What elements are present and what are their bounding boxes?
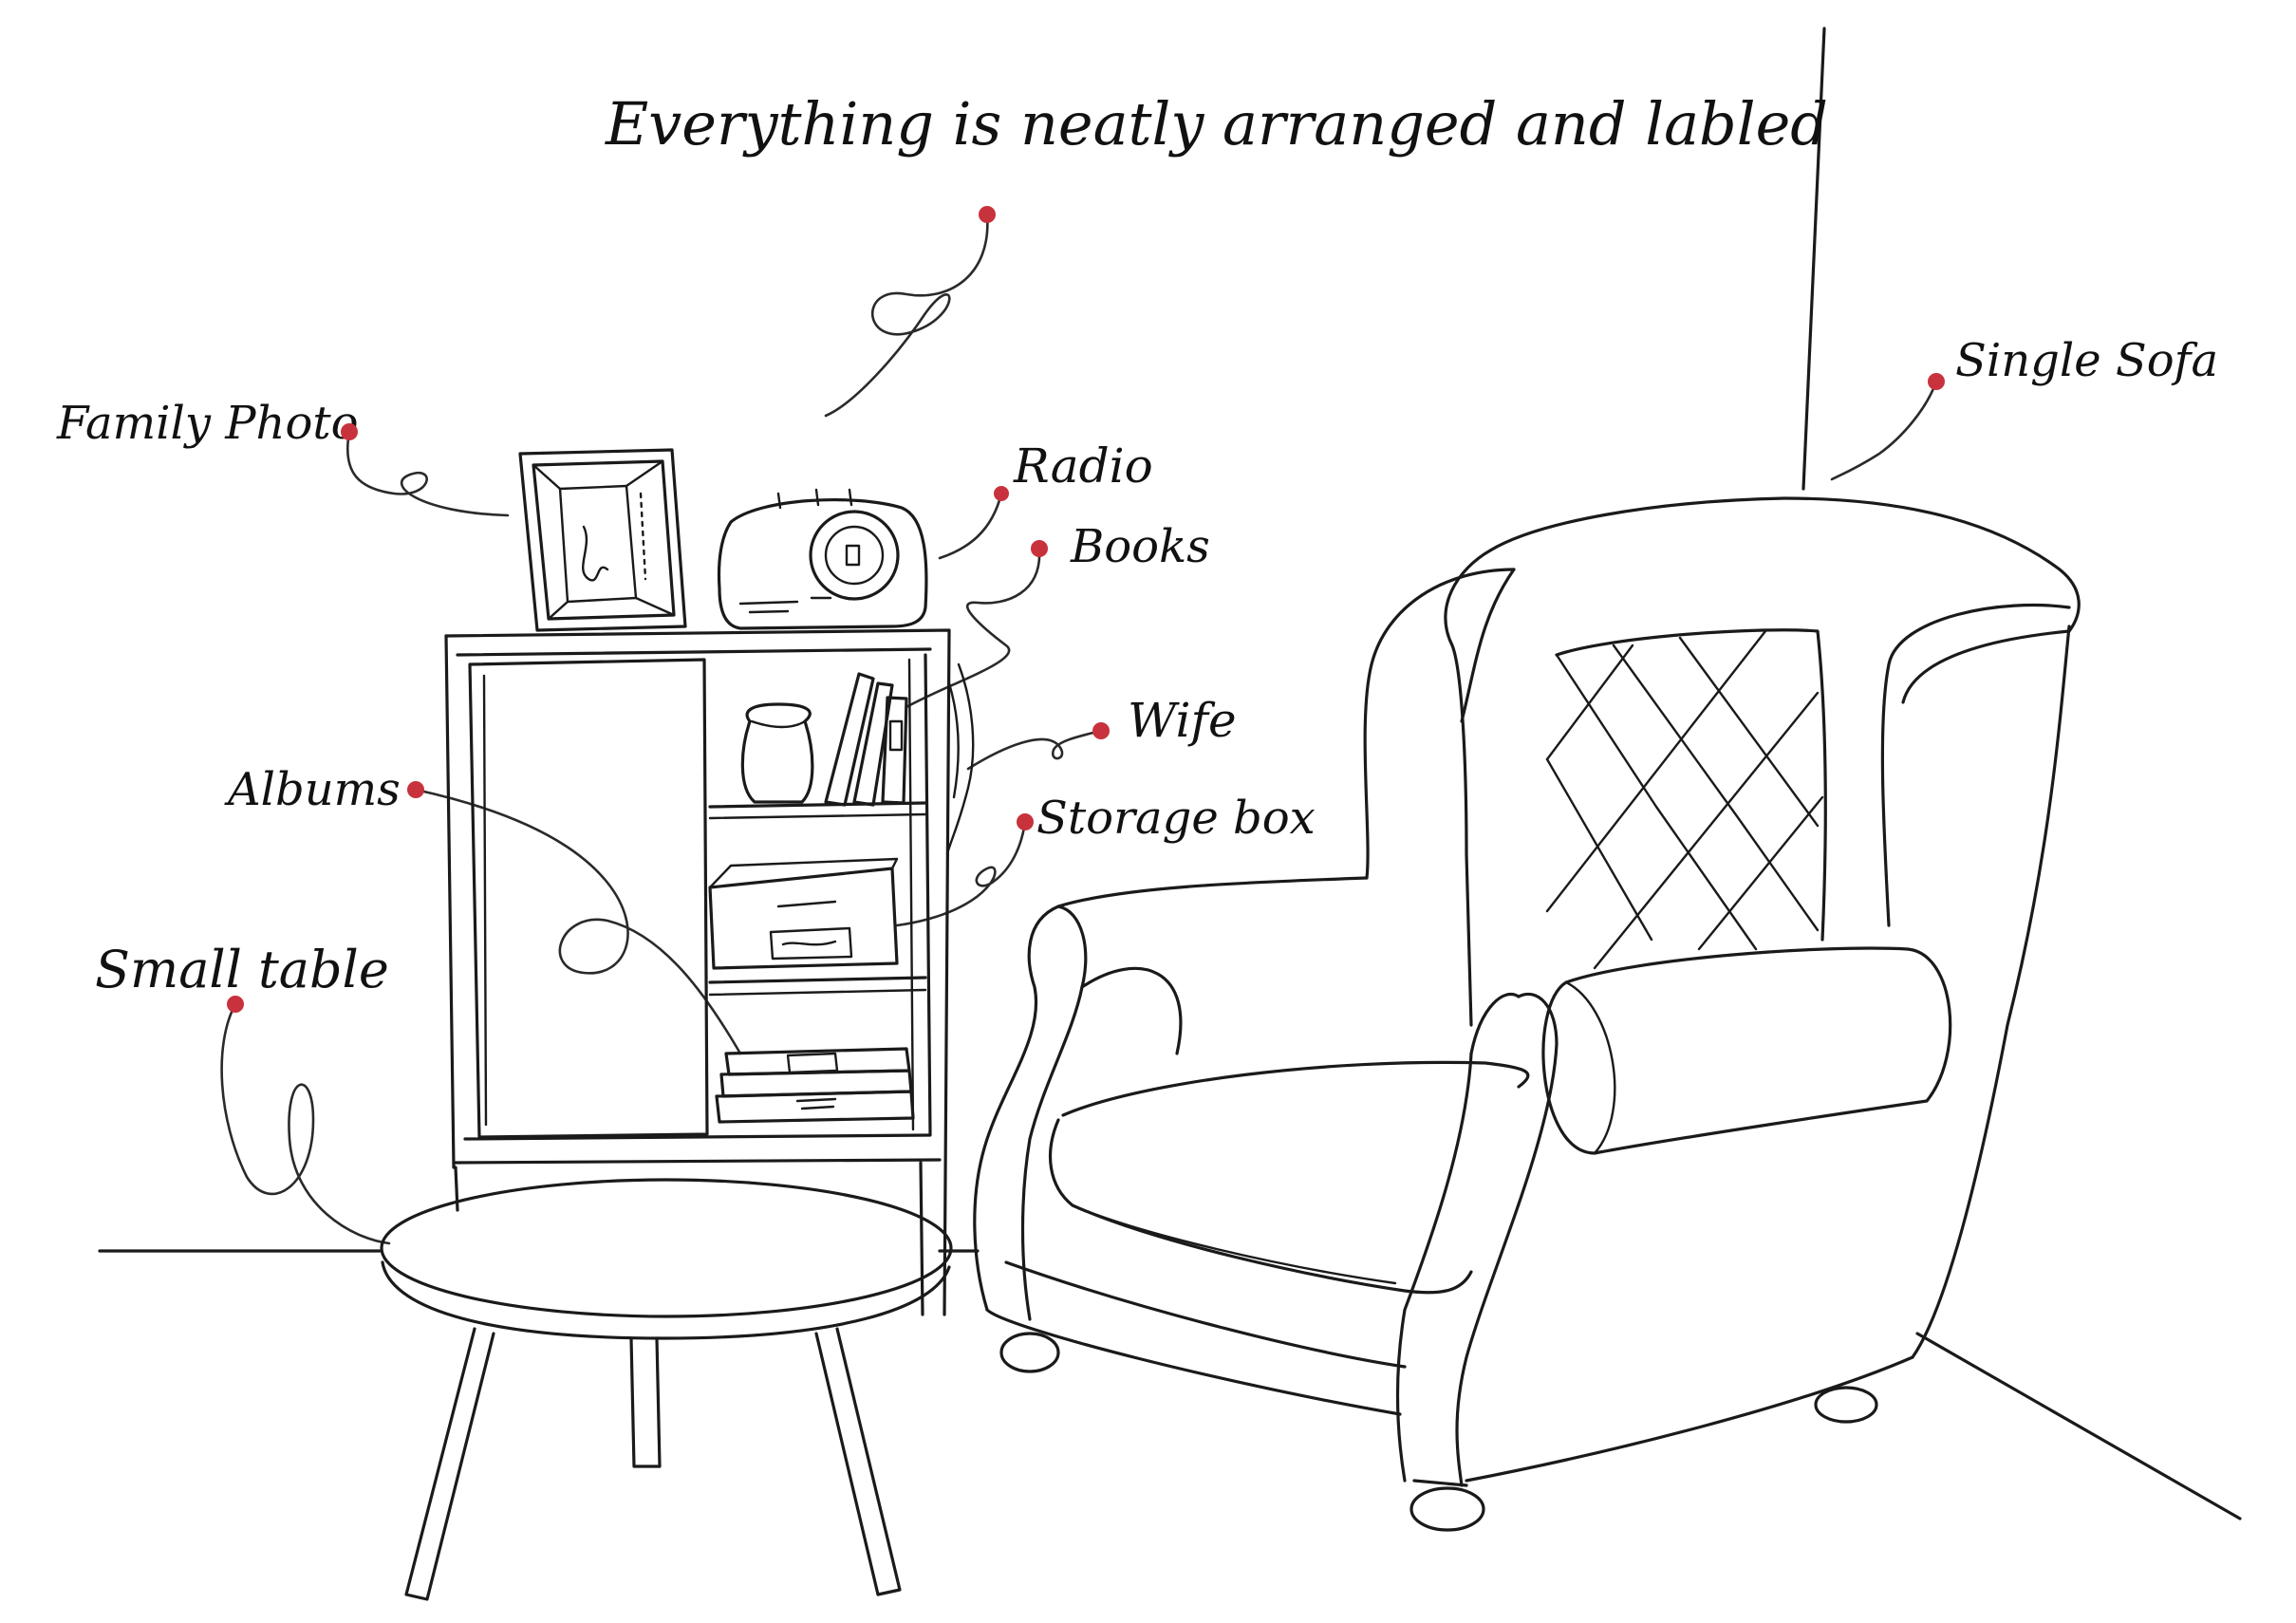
armchair	[973, 496, 2081, 1532]
family-photo-frame	[518, 448, 687, 632]
family-photo-marker	[341, 423, 358, 440]
single-sofa-marker	[1928, 373, 1945, 390]
headline-label: Everything is neatly arranged and labled	[605, 89, 1828, 159]
radio-label: Radio	[1013, 438, 1153, 494]
books-marker	[1031, 540, 1048, 557]
wife-marker	[1092, 722, 1110, 739]
single-sofa-label: Single Sofa	[1955, 334, 2218, 387]
books-leader	[905, 540, 1048, 709]
books-label: Books	[1070, 520, 1210, 573]
storage-box-marker	[1017, 813, 1034, 830]
storage-box-label: Storage box	[1036, 792, 1316, 845]
albums-leader	[407, 781, 742, 1055]
radio-leader	[938, 486, 1009, 560]
storage-box-leader	[895, 813, 1034, 927]
small-table-label: Small table	[95, 940, 389, 999]
albums-marker	[407, 781, 424, 798]
radio-object	[717, 488, 928, 630]
family-photo-label: Family Photo	[56, 397, 359, 450]
room-walls	[98, 27, 2242, 1520]
headline-marker	[979, 206, 996, 223]
single-sofa-leader	[1830, 373, 1945, 481]
radio-marker	[994, 486, 1009, 501]
small-table-marker	[227, 996, 244, 1013]
albums-label: Albums	[224, 763, 401, 816]
small-table	[380, 1178, 953, 1601]
wife-label: Wife	[1128, 693, 1237, 748]
headline-leader	[824, 206, 996, 418]
wife-leader	[966, 722, 1110, 771]
cabinet	[444, 628, 975, 1316]
small-table-leader	[220, 996, 391, 1245]
family-photo-leader	[341, 423, 510, 517]
